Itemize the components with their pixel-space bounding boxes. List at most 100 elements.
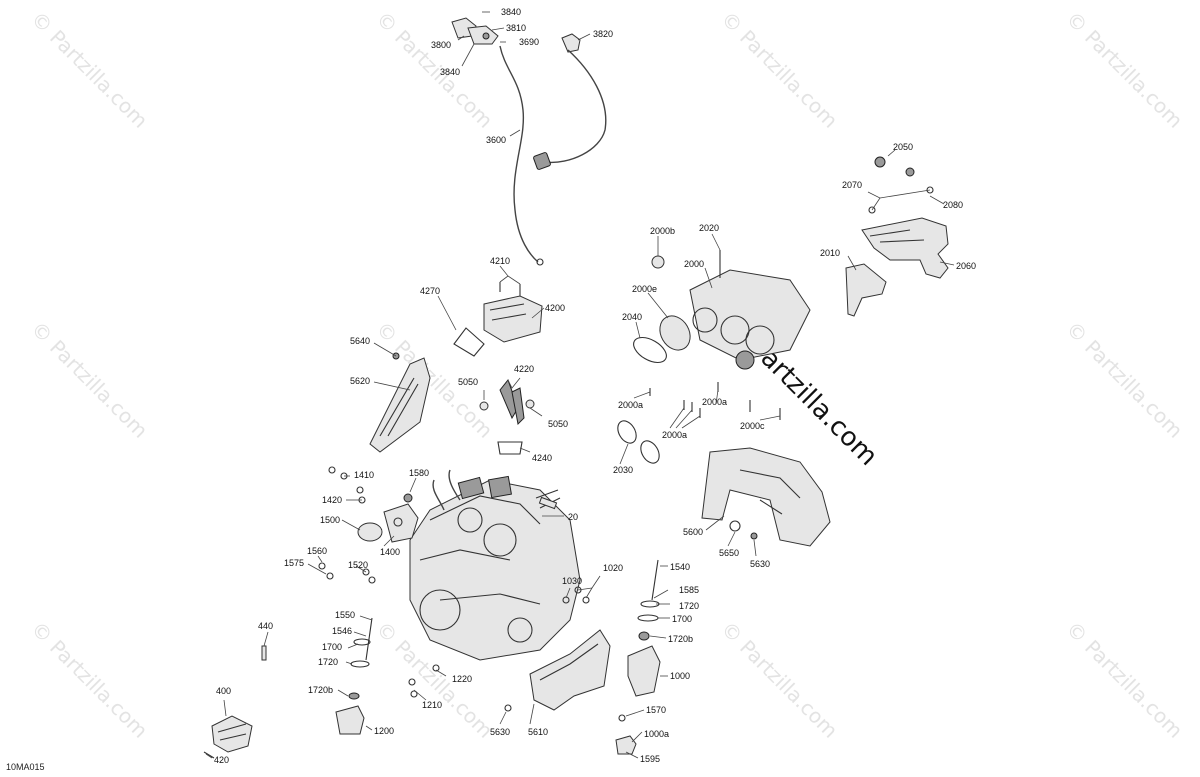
callout-2070: 2070	[842, 180, 862, 190]
callout-1585: 1585	[679, 585, 699, 595]
mount-stack-left	[203, 615, 373, 759]
callout-5050-right: 5050	[548, 419, 568, 429]
callout-2030: 2030	[613, 465, 633, 475]
watermark: © Partzilla.com	[1061, 617, 1187, 743]
callout-3810: 3810	[506, 23, 526, 33]
fasteners-lower-left	[307, 555, 376, 584]
callout-3600: 3600	[486, 135, 506, 145]
callout-1520: 1520	[348, 560, 368, 570]
callout-1500: 1500	[320, 515, 340, 525]
callout-2020: 2020	[699, 223, 719, 233]
leader-lines-upper-right	[847, 149, 955, 271]
callout-1400: 1400	[380, 547, 400, 557]
callout-5630-bottom: 5630	[490, 727, 510, 737]
callout-1575: 1575	[284, 558, 304, 568]
callout-2000: 2000	[684, 259, 704, 269]
callout-4270: 4270	[420, 286, 440, 296]
callout-1410: 1410	[354, 470, 374, 480]
callout-1540: 1540	[670, 562, 690, 572]
bracket-assembly	[845, 156, 949, 317]
callout-20: 20	[568, 512, 578, 522]
callout-2000a-center: 2000a	[662, 430, 687, 440]
callout-4240: 4240	[532, 453, 552, 463]
heat-shield	[701, 447, 831, 547]
callout-400: 400	[216, 686, 231, 696]
watermark: © Partzilla.com	[1061, 317, 1187, 443]
leader-lines-sensors	[373, 342, 543, 453]
callout-1720b-left: 1720b	[308, 685, 333, 695]
callout-1030: 1030	[562, 576, 582, 586]
callout-2080: 2080	[943, 200, 963, 210]
callout-2000a-right: 2000a	[702, 397, 727, 407]
callout-1580: 1580	[409, 468, 429, 478]
callout-2050: 2050	[893, 142, 913, 152]
callout-1550: 1550	[335, 610, 355, 620]
callout-1000a: 1000a	[644, 729, 669, 739]
callout-1720-right: 1720	[679, 601, 699, 611]
callout-2000e: 2000e	[632, 284, 657, 294]
callout-5600: 5600	[683, 527, 703, 537]
watermark: © Partzilla.com	[26, 617, 152, 743]
mount-stack-right	[562, 559, 670, 759]
callout-1200: 1200	[374, 726, 394, 736]
leader-lines-top	[457, 11, 591, 137]
leader-lines-intake	[619, 233, 721, 465]
watermark: © Partzilla.com	[716, 617, 842, 743]
callout-420: 420	[214, 755, 229, 765]
callout-3800: 3800	[431, 40, 451, 50]
callout-3840-bottom: 3840	[440, 67, 460, 77]
callout-1595: 1595	[640, 754, 660, 764]
callout-2040: 2040	[622, 312, 642, 322]
callout-5620: 5620	[350, 376, 370, 386]
callout-1700-right: 1700	[672, 614, 692, 624]
callout-5640: 5640	[350, 336, 370, 346]
intake-assembly	[617, 250, 811, 464]
watermark-grid: © Partzilla.com © Partzilla.com © Partzi…	[26, 7, 1187, 743]
ecu-module	[453, 282, 543, 357]
callout-2060: 2060	[956, 261, 976, 271]
diagram-code: 10MA015	[6, 762, 45, 772]
callout-1570: 1570	[646, 705, 666, 715]
callout-3690: 3690	[519, 37, 539, 47]
callout-1000: 1000	[670, 671, 690, 681]
callout-labels: 3840 3810 3690 3820 3800 3840 3600 2050 …	[214, 7, 976, 765]
callout-1210: 1210	[422, 700, 442, 710]
callout-1720-left: 1720	[318, 657, 338, 667]
callout-4210: 4210	[490, 256, 510, 266]
sensors-4220	[479, 378, 535, 455]
callout-1220: 1220	[452, 674, 472, 684]
callout-5050-left: 5050	[458, 377, 478, 387]
callout-2000c: 2000c	[740, 421, 765, 431]
watermark: © Partzilla.com	[26, 7, 152, 133]
watermark: © Partzilla.com	[716, 7, 842, 133]
watermark: © Partzilla.com	[26, 317, 152, 443]
callout-5650: 5650	[719, 548, 739, 558]
leader-lines-heatshield	[705, 515, 757, 557]
fasteners-2000a	[633, 382, 781, 429]
leader-lines-left-mount	[341, 475, 564, 547]
side-cover	[369, 352, 431, 453]
watermark: © Partzilla.com	[1061, 7, 1187, 133]
callout-3840-top: 3840	[501, 7, 521, 17]
throttle-cable-assembly	[451, 17, 607, 266]
engine-block	[409, 469, 581, 661]
callout-1020: 1020	[603, 563, 623, 573]
callout-4220: 4220	[514, 364, 534, 374]
watermark: © Partzilla.com	[371, 7, 497, 133]
callout-4200: 4200	[545, 303, 565, 313]
callout-3820: 3820	[593, 29, 613, 39]
callout-440: 440	[258, 621, 273, 631]
callout-1546: 1546	[332, 626, 352, 636]
callout-1700-left: 1700	[322, 642, 342, 652]
callout-1720b-right: 1720b	[668, 634, 693, 644]
callout-2000b: 2000b	[650, 226, 675, 236]
callout-2000a-left: 2000a	[618, 400, 643, 410]
callout-2010: 2010	[820, 248, 840, 258]
callout-5610: 5610	[528, 727, 548, 737]
callout-1560: 1560	[307, 546, 327, 556]
callout-5630-right: 5630	[750, 559, 770, 569]
callout-1420: 1420	[322, 495, 342, 505]
leader-lines-ecu	[437, 265, 545, 331]
lower-guard	[408, 629, 611, 725]
